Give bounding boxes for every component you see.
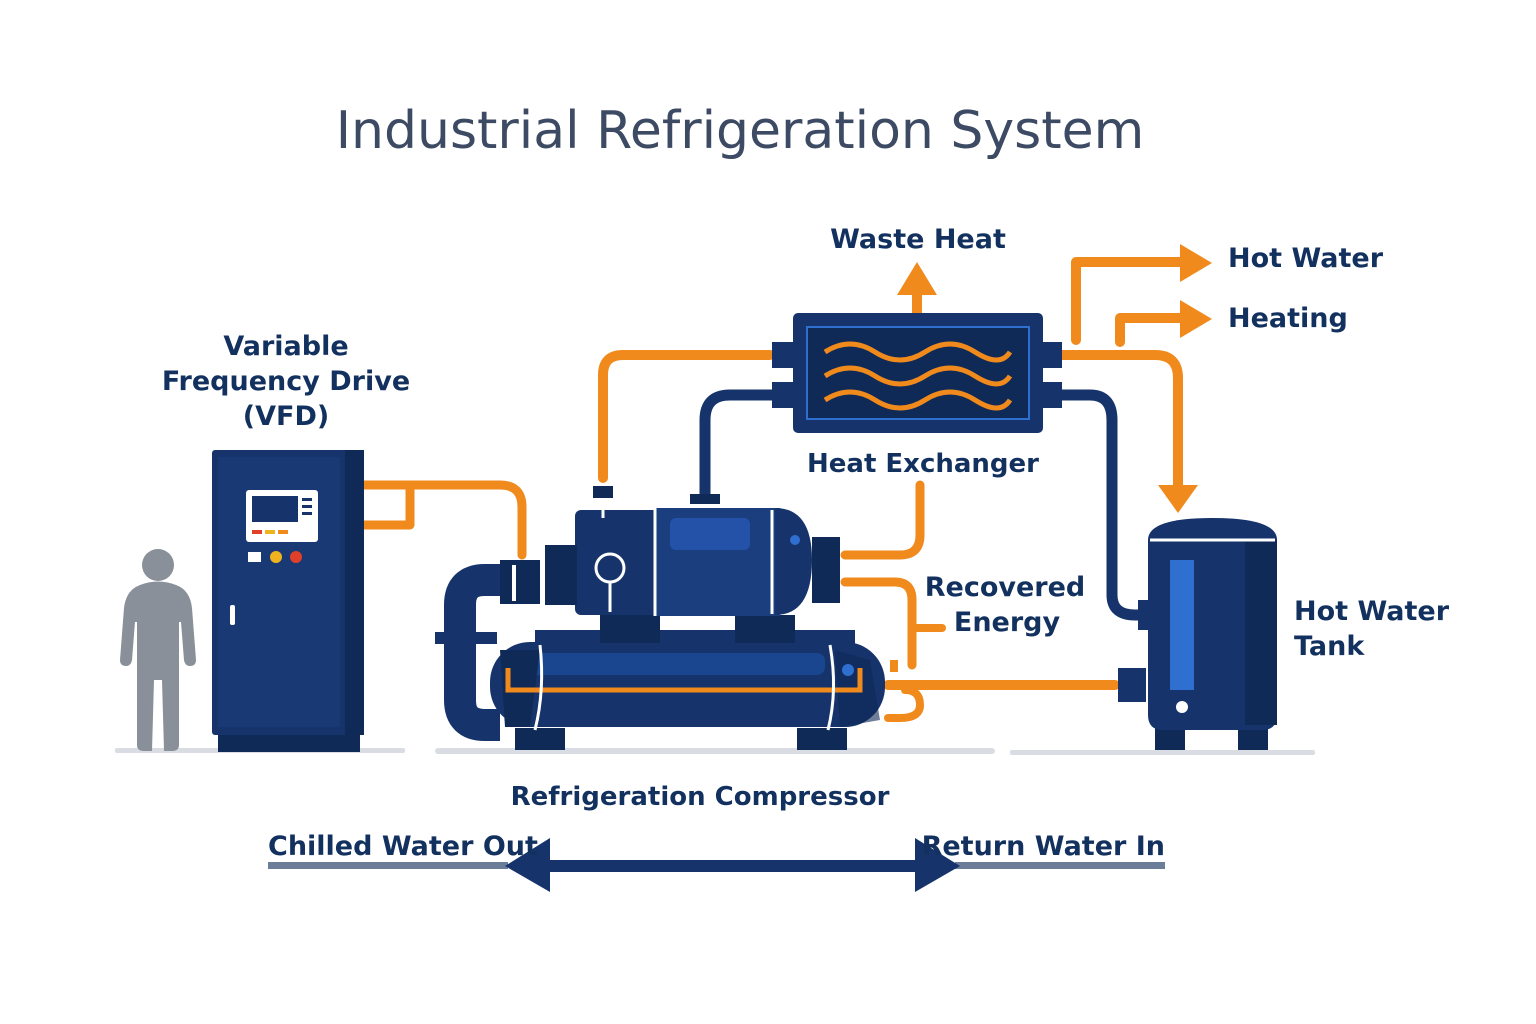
vfd-label-line1: Variable: [223, 331, 348, 362]
vfd-label-line3: (VFD): [243, 401, 329, 432]
heating-outlet-pipe: [1115, 313, 1190, 347]
heating-arrow: [1180, 300, 1212, 338]
pipes: [360, 244, 1212, 722]
hx-to-tank-pipe: [1055, 350, 1183, 495]
compressor-icon: [435, 486, 898, 750]
hx-recovery-line: [840, 480, 925, 560]
compressor-suction-pipe: [699, 389, 781, 501]
chilled-water-out-label: Chilled Water Out: [268, 831, 538, 862]
compressor-label: Refrigeration Compressor: [511, 782, 890, 812]
heat-exchanger-label: Heat Exchanger: [807, 449, 1039, 479]
hot-water-tank-label-line1: Hot Water: [1294, 596, 1450, 627]
vfd-label-line2: Frequency Drive: [162, 366, 410, 397]
return-water-in-label: Return Water In: [922, 831, 1165, 862]
hx-return-pipe: [1054, 389, 1148, 621]
recovered-energy-loop: [840, 577, 917, 670]
heat-exchanger-icon: [772, 313, 1062, 433]
recovered-energy-label-line2: Energy: [954, 607, 1061, 638]
hot-water-tank-label-line2: Tank: [1294, 631, 1365, 662]
hot-water-tank-icon: [1118, 518, 1277, 750]
vfd-cabinet-icon: [212, 450, 364, 752]
waste-heat-arrow: [897, 262, 937, 328]
recovered-energy-label-line1: Recovered: [925, 572, 1086, 603]
hot-water-arrow: [1180, 244, 1212, 282]
compressor-discharge-pipe: [598, 350, 775, 483]
recovered-energy-lower: [884, 686, 924, 722]
vfd-power-branch: [360, 480, 415, 530]
hot-water-label: Hot Water: [1228, 243, 1384, 274]
page-title: Industrial Refrigeration System: [336, 101, 1145, 161]
down-arrow-to-tank: [1158, 485, 1198, 513]
person-icon: [120, 549, 196, 751]
vfd-power-cable: [360, 480, 527, 560]
waste-heat-label: Waste Heat: [830, 224, 1006, 255]
heating-label: Heating: [1228, 303, 1348, 334]
chilled-return-double-arrow: [268, 838, 1165, 892]
hot-water-outlet-pipe: [1071, 257, 1190, 345]
